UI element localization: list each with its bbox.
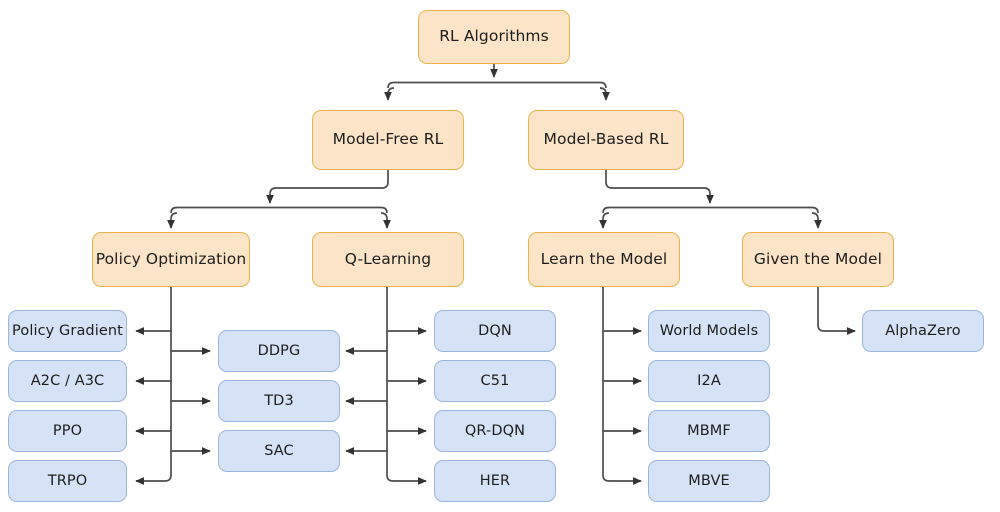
edge-modelbased-bus-span (602, 206, 819, 214)
node-label: C51 (480, 372, 510, 389)
edge-modelfree-down (266, 170, 389, 204)
edge-modelfree-bus (167, 212, 178, 229)
node-label: MBMF (687, 422, 731, 439)
node-label: Model-Free RL (332, 130, 444, 149)
edge-ql-trunk (386, 287, 427, 485)
node-label: Given the Model (753, 249, 883, 268)
node-her[interactable]: HER (434, 460, 556, 502)
node-q-learning[interactable]: Q-Learning (312, 232, 464, 287)
node-trpo[interactable]: TRPO (8, 460, 127, 502)
edge-bus-level1-right (599, 87, 610, 101)
node-dqn[interactable]: DQN (434, 310, 556, 352)
edge-gtm-to-alphazero (817, 287, 856, 335)
node-alphazero[interactable]: AlphaZero (862, 310, 984, 352)
node-label: AlphaZero (885, 322, 961, 339)
node-label: QR-DQN (464, 422, 526, 439)
node-label: SAC (264, 442, 294, 459)
node-learn-the-model[interactable]: Learn the Model (528, 232, 680, 287)
edge-modelbased-bus-right (811, 212, 822, 229)
edge-ltm-trunk (602, 287, 642, 485)
node-label: World Models (659, 322, 759, 339)
node-label: Policy Gradient (12, 322, 123, 339)
node-model-based-rl[interactable]: Model-Based RL (528, 110, 684, 170)
node-rl-algorithms[interactable]: RL Algorithms (418, 10, 570, 64)
node-a2c-a3c[interactable]: A2C / A3C (8, 360, 127, 402)
node-model-free-rl[interactable]: Model-Free RL (312, 110, 464, 170)
node-i2a[interactable]: I2A (648, 360, 770, 402)
node-label: MBVE (688, 472, 730, 489)
edge-modelbased-bus (599, 212, 610, 229)
edge-modelbased-down (605, 170, 714, 204)
node-policy-optimization[interactable]: Policy Optimization (92, 232, 250, 287)
node-ddpg[interactable]: DDPG (218, 330, 340, 372)
node-label: I2A (697, 372, 721, 389)
node-label: Q-Learning (344, 249, 432, 268)
node-label: TRPO (47, 472, 88, 489)
node-label: DQN (478, 322, 512, 339)
node-label: RL Algorithms (439, 27, 549, 46)
node-label: A2C / A3C (30, 372, 105, 389)
node-label: DDPG (257, 342, 301, 359)
edge-modelfree-bus-span (170, 206, 388, 214)
node-td3[interactable]: TD3 (218, 380, 340, 422)
node-mbmf[interactable]: MBMF (648, 410, 770, 452)
node-qr-dqn[interactable]: QR-DQN (434, 410, 556, 452)
node-label: TD3 (264, 392, 294, 409)
node-label: Model-Based RL (543, 130, 669, 149)
node-world-models[interactable]: World Models (648, 310, 770, 352)
node-label: Policy Optimization (95, 249, 247, 268)
edge-bus-level1 (384, 87, 395, 101)
edge-bus-level1-span (387, 81, 607, 89)
node-label: Learn the Model (540, 249, 668, 268)
node-given-the-model[interactable]: Given the Model (742, 232, 894, 287)
node-label: HER (479, 472, 511, 489)
edge-po-trunk (135, 287, 172, 485)
node-label: PPO (52, 422, 83, 439)
node-ppo[interactable]: PPO (8, 410, 127, 452)
edge-modelfree-bus-right (380, 212, 391, 229)
node-c51[interactable]: C51 (434, 360, 556, 402)
node-policy-gradient[interactable]: Policy Gradient (8, 310, 127, 352)
node-sac[interactable]: SAC (218, 430, 340, 472)
node-mbve[interactable]: MBVE (648, 460, 770, 502)
